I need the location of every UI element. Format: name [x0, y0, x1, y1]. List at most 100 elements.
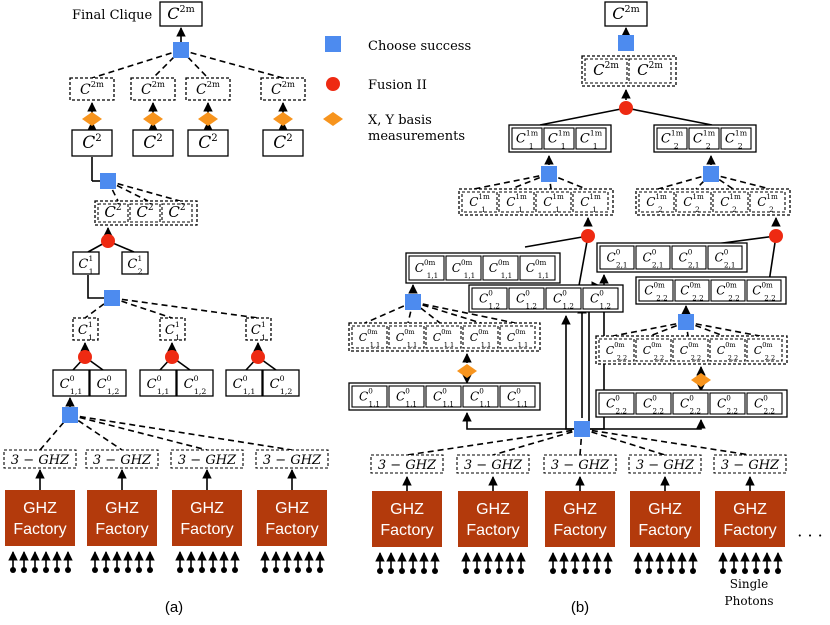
c2m-candidate: [260, 77, 306, 101]
c012-node: [176, 369, 214, 397]
photon-dot: [125, 567, 131, 573]
photon-dot: [136, 567, 142, 573]
left-choose-square-2: [100, 173, 116, 189]
dashed-connector: [111, 297, 259, 319]
factory-label-line1: GHZ: [563, 501, 597, 518]
legend-measure-line2: measurements: [368, 129, 465, 144]
right-c22-0m-group-cell: [638, 279, 674, 302]
dashed-connector: [180, 49, 284, 79]
right-c11-0m-candidates-cell: [499, 325, 536, 349]
photon-dot: [550, 568, 556, 574]
right-ghz-factory: [458, 491, 528, 547]
dashed-connector: [69, 414, 293, 451]
photon-dot: [496, 568, 502, 574]
dashed-connector: [657, 173, 712, 190]
photon-dot: [731, 568, 737, 574]
right-measure-diamond-1: [457, 364, 477, 378]
ghz-state-label: 3 − GHZ: [178, 453, 237, 468]
right-ghz-state: [713, 454, 787, 474]
right-ghz-factory: [545, 491, 615, 547]
right-c22-0-group-cell: [672, 392, 709, 415]
right-c1-1m-group-cell: [511, 127, 543, 150]
right-c22-0m-group-cell: [746, 279, 782, 302]
photon-dot: [388, 568, 394, 574]
right-fusion-c1: [581, 229, 595, 243]
right-fusion-top: [619, 101, 633, 115]
right-c11-0-group-cell: [351, 385, 388, 408]
right-c2m-group-cell: [584, 58, 628, 84]
photon-dot: [605, 568, 611, 574]
c2m-candidate-label: C2m: [196, 79, 220, 98]
caption-a: (a): [165, 599, 183, 616]
photon-dot: [65, 567, 71, 573]
factory-label-line2: Factory: [95, 521, 148, 538]
right-c22-0-group-cell: [635, 392, 672, 415]
right-c22-0m-candidates-cell: [709, 338, 746, 362]
c2-node: [187, 129, 229, 157]
left-ghz-factory: [5, 490, 75, 546]
photon-dot: [262, 567, 268, 573]
c1-node: [72, 251, 100, 275]
right-c21-0-group-cell: [599, 245, 635, 270]
final-clique-title: Final Clique: [72, 8, 153, 23]
single-photons-label-1: Single: [730, 577, 768, 591]
photon-dot: [635, 568, 641, 574]
legend-square: [325, 36, 341, 52]
factory-label-line1: GHZ: [733, 501, 767, 518]
right-measure-diamond-2: [691, 373, 711, 387]
connector-line: [539, 107, 627, 126]
c2-node-label: C2: [198, 133, 218, 153]
caption-b: (b): [571, 599, 589, 616]
right-c11-0m-group-cell: [482, 255, 519, 281]
c1b-node: [121, 251, 149, 275]
dashed-connector: [412, 301, 482, 324]
right-choose-square-top: [618, 35, 634, 51]
right-fusion-c2: [769, 229, 783, 243]
photon-dot: [594, 568, 600, 574]
dashed-connector: [364, 301, 414, 324]
dashed-connector: [649, 321, 687, 337]
photon-dot: [210, 567, 216, 573]
right-final-node-label: C2m: [612, 4, 639, 23]
right-c12-0-group-cell: [471, 287, 508, 310]
left-ghz-factory: [257, 490, 327, 546]
right-choose-square-c1: [541, 166, 557, 182]
right-ghz-state: [628, 454, 702, 474]
right-choose-square-bottom: [574, 421, 590, 437]
c011-node: [225, 369, 263, 397]
factory-label-line1: GHZ: [275, 500, 309, 517]
dashed-connector: [492, 428, 583, 456]
c1-candidate: [72, 317, 99, 341]
photon-dot: [317, 567, 323, 573]
photon-dot: [377, 568, 383, 574]
right-c2-1m-candidates-cell: [638, 191, 675, 213]
right-c22-0m-candidates-cell: [635, 338, 672, 362]
left-ghz-state: [170, 449, 244, 469]
dashed-connector: [412, 301, 516, 324]
right-c11-0-group-cell: [462, 385, 499, 408]
photon-dot: [21, 567, 27, 573]
ghz-state-label: 3 − GHZ: [11, 453, 70, 468]
right-c2-1m-candidates-cell: [749, 191, 786, 213]
photon-dot: [306, 567, 312, 573]
c2-group-cell: [129, 203, 161, 223]
